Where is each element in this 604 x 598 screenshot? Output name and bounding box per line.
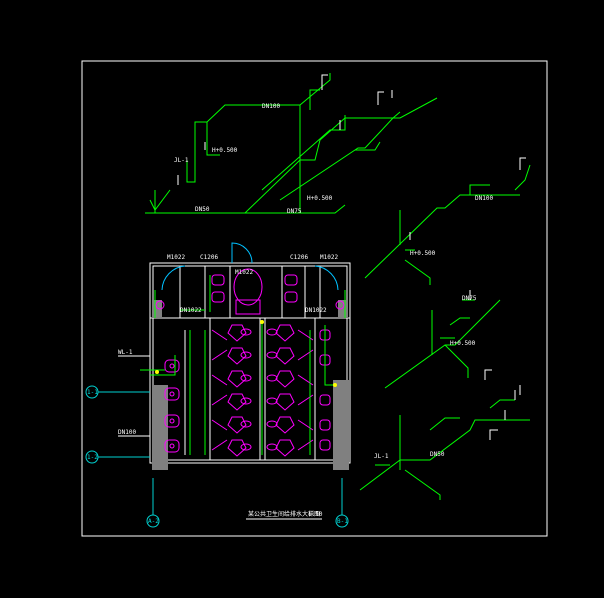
plan-columns [152,300,349,470]
label-h-level-right2: H+0.500 [450,340,476,347]
room-label-right-cubicle: DN1022 [305,307,327,314]
label-jl1-top: JL-1 [174,157,189,164]
top-system-risers [177,74,393,185]
cubicle-partitions [184,318,316,460]
room-label-right-mid: C1206 [290,254,308,261]
plan-leader-labels: WL-1 DN100 [118,349,150,437]
drawing-title-block: 某公共卫生间给排水大样图 1:50 [246,510,323,520]
label-dn100-plan: DN100 [118,429,136,436]
room-label-left-cubicle: DN1022 [180,307,202,314]
room-labels: M1022 C1206 M1022 C1206 M1022 DN1022 DN1… [167,254,338,314]
plan-risers [155,320,337,387]
top-isometric-system [145,73,438,214]
plan-walls [149,262,351,464]
label-wl1-plan: WL-1 [118,349,133,356]
right-system-labels: DN100 H+0.500 H+0.500 JL-1 DN50 DN75 [374,195,493,460]
right-system-risers [409,157,526,440]
toilet-row-right [266,324,314,457]
label-jl1-right3: JL-1 [374,453,389,460]
label-h-level-top-2: H+0.500 [307,195,333,202]
axis-labels: 1-1 1-2 A-2 B-1 [87,389,348,525]
drawing-scale: 1:50 [308,511,323,518]
upper-room-fixtures [155,268,345,315]
top-system-labels: DN100 H+0.500 JL-1 DN50 DN75 H+0.500 [174,103,333,215]
axis-label-left-lower: 1-2 [87,454,98,461]
right-isometric-system-1 [364,164,531,285]
axis-label-bottom-right: B-1 [337,518,348,525]
axis-label-left-upper: 1-1 [87,389,98,396]
right-isometric-system-3 [359,399,530,500]
label-dn50-right3: DN50 [430,451,445,458]
room-label-left-top: M1022 [167,254,185,261]
floor-plan: M1022 C1206 M1022 C1206 M1022 DN1022 DN1… [140,242,351,470]
axis-lines [85,385,349,528]
right-isometric-system-2 [384,299,501,389]
room-label-center-top: M1022 [235,269,253,276]
label-h-level-right1: H+0.500 [410,250,436,257]
label-dn100-right1: DN100 [475,195,493,202]
room-label-left-mid: C1206 [200,254,218,261]
label-dn50-top: DN50 [195,206,210,213]
label-dn100-top: DN100 [262,103,280,110]
label-dn75-right2: DN75 [462,295,477,302]
label-dn75-top: DN75 [287,208,302,215]
axis-label-bottom-left: A-2 [148,518,159,525]
label-h-level-top: H+0.500 [212,147,238,154]
urinals-left [164,359,180,453]
entry-door [161,242,339,291]
plan-pipes [140,275,346,455]
drawing-frame [81,60,548,537]
toilet-row-left [211,324,252,457]
room-label-right-top: M1022 [320,254,338,261]
drawing-title: 某公共卫生间给排水大样图 [248,510,320,518]
